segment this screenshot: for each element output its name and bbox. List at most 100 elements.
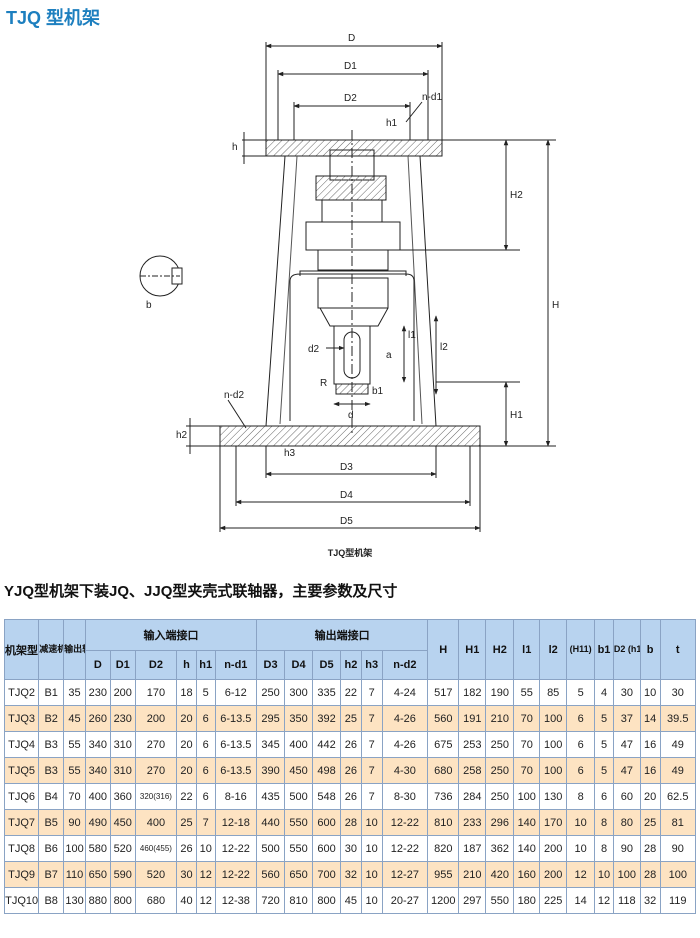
table-cell: 110 [63, 861, 86, 888]
dim-d2-label: d2 [308, 344, 320, 355]
table-cell: 12-22 [381, 835, 429, 862]
table-cell: 45 [340, 887, 362, 914]
table-cell: 440 [256, 809, 286, 836]
table-cell: 8 [566, 783, 596, 810]
table-cell: 100 [513, 783, 541, 810]
table-cell: 8-16 [214, 783, 258, 810]
table-cell: 12 [594, 887, 614, 914]
table-cell: 350 [284, 705, 314, 732]
table-cell: B4 [38, 783, 65, 810]
table-cell: 296 [485, 809, 515, 836]
table-cell: 6-12 [214, 679, 258, 706]
table-cell: 250 [485, 783, 515, 810]
table-cell: 37 [612, 705, 641, 732]
table-cell: 6-13.5 [214, 705, 258, 732]
table-cell: 10 [360, 861, 383, 888]
table-cell: 170 [134, 679, 178, 706]
th-b1: b1 [594, 619, 614, 680]
table-cell: 490 [84, 809, 111, 836]
table-cell: 7 [360, 757, 383, 784]
dim-h3-label: h3 [284, 448, 296, 459]
table-cell: 140 [513, 835, 541, 862]
model-cell: TJQ10 [3, 887, 40, 914]
model-cell: TJQ9 [3, 861, 40, 888]
table-cell: 12-38 [214, 887, 258, 914]
table-cell: 590 [109, 861, 136, 888]
th-t: t [659, 619, 697, 680]
table-cell: 500 [284, 783, 314, 810]
table-cell: 435 [256, 783, 286, 810]
table-cell: 7 [360, 783, 383, 810]
table-cell: 49 [659, 731, 697, 758]
table-cell: 30 [340, 835, 362, 862]
table-cell: 517 [427, 679, 460, 706]
dim-l1-label: l1 [408, 330, 416, 341]
dim-h1-label: h1 [386, 118, 398, 129]
th-H: H [427, 619, 460, 680]
th-H1: H1 [458, 619, 487, 680]
table-cell: 25 [639, 809, 661, 836]
table-cell: 6-13.5 [214, 731, 258, 758]
th-h3: h3 [360, 650, 383, 680]
dim-H1-label: H1 [510, 410, 523, 421]
dim-b-label: b [146, 300, 152, 311]
table-cell: 14 [566, 887, 596, 914]
table-cell: 550 [485, 887, 515, 914]
table-cell: 85 [539, 679, 568, 706]
table-cell: 400 [284, 731, 314, 758]
th-output-group: 输出端接口 [256, 619, 429, 651]
table-cell: 820 [427, 835, 460, 862]
table-cell: 260 [84, 705, 111, 732]
table-cell: 810 [284, 887, 314, 914]
table-cell: 90 [659, 835, 697, 862]
model-cell: TJQ8 [3, 835, 40, 862]
dim-nd1-label: n-d1 [422, 92, 442, 103]
th-h: h [176, 650, 197, 680]
th-nd1: n-d1 [214, 650, 258, 680]
table-cell: 210 [458, 861, 487, 888]
dim-l2-label: l2 [440, 342, 448, 353]
table-cell: 253 [458, 731, 487, 758]
table-cell: 26 [340, 731, 362, 758]
table-cell: 520 [134, 861, 178, 888]
table-cell: 258 [458, 757, 487, 784]
table-cell: 12-22 [214, 861, 258, 888]
table-cell: 442 [312, 731, 342, 758]
table-cell: 284 [458, 783, 487, 810]
parameters-table: 机架型号 减速机型号 输出轴d (h7) 输入端接口 输出端接口 H H1 H2… [3, 619, 697, 914]
table-cell: 130 [63, 887, 86, 914]
table-cell: 6-13.5 [214, 757, 258, 784]
table-cell: 12-22 [214, 835, 258, 862]
table-cell: 560 [427, 705, 460, 732]
th-D1: D1 [109, 650, 136, 680]
table-cell: 230 [109, 705, 136, 732]
table-cell: 250 [485, 757, 515, 784]
table-cell: 70 [63, 783, 86, 810]
table-cell: 25 [176, 809, 197, 836]
table-cell: 250 [485, 731, 515, 758]
table-cell: 520 [109, 835, 136, 862]
table-cell: 10 [195, 835, 216, 862]
table-cell: 16 [639, 757, 661, 784]
table-cell: 736 [427, 783, 460, 810]
table-cell: 680 [427, 757, 460, 784]
dim-D4-label: D4 [340, 490, 353, 501]
th-D4: D4 [284, 650, 314, 680]
table-cell: 28 [639, 835, 661, 862]
table-cell: 233 [458, 809, 487, 836]
table-cell: 45 [63, 705, 86, 732]
table-cell: 6 [566, 757, 596, 784]
table-cell: 650 [84, 861, 111, 888]
table-cell: 450 [109, 809, 136, 836]
table-cell: 20 [176, 731, 197, 758]
th-h1: h1 [195, 650, 216, 680]
table-cell: 4-24 [381, 679, 429, 706]
table-cell: 6 [195, 783, 216, 810]
table-cell: 6 [566, 705, 596, 732]
dim-R-label: R [320, 378, 327, 389]
table-cell: 310 [109, 757, 136, 784]
